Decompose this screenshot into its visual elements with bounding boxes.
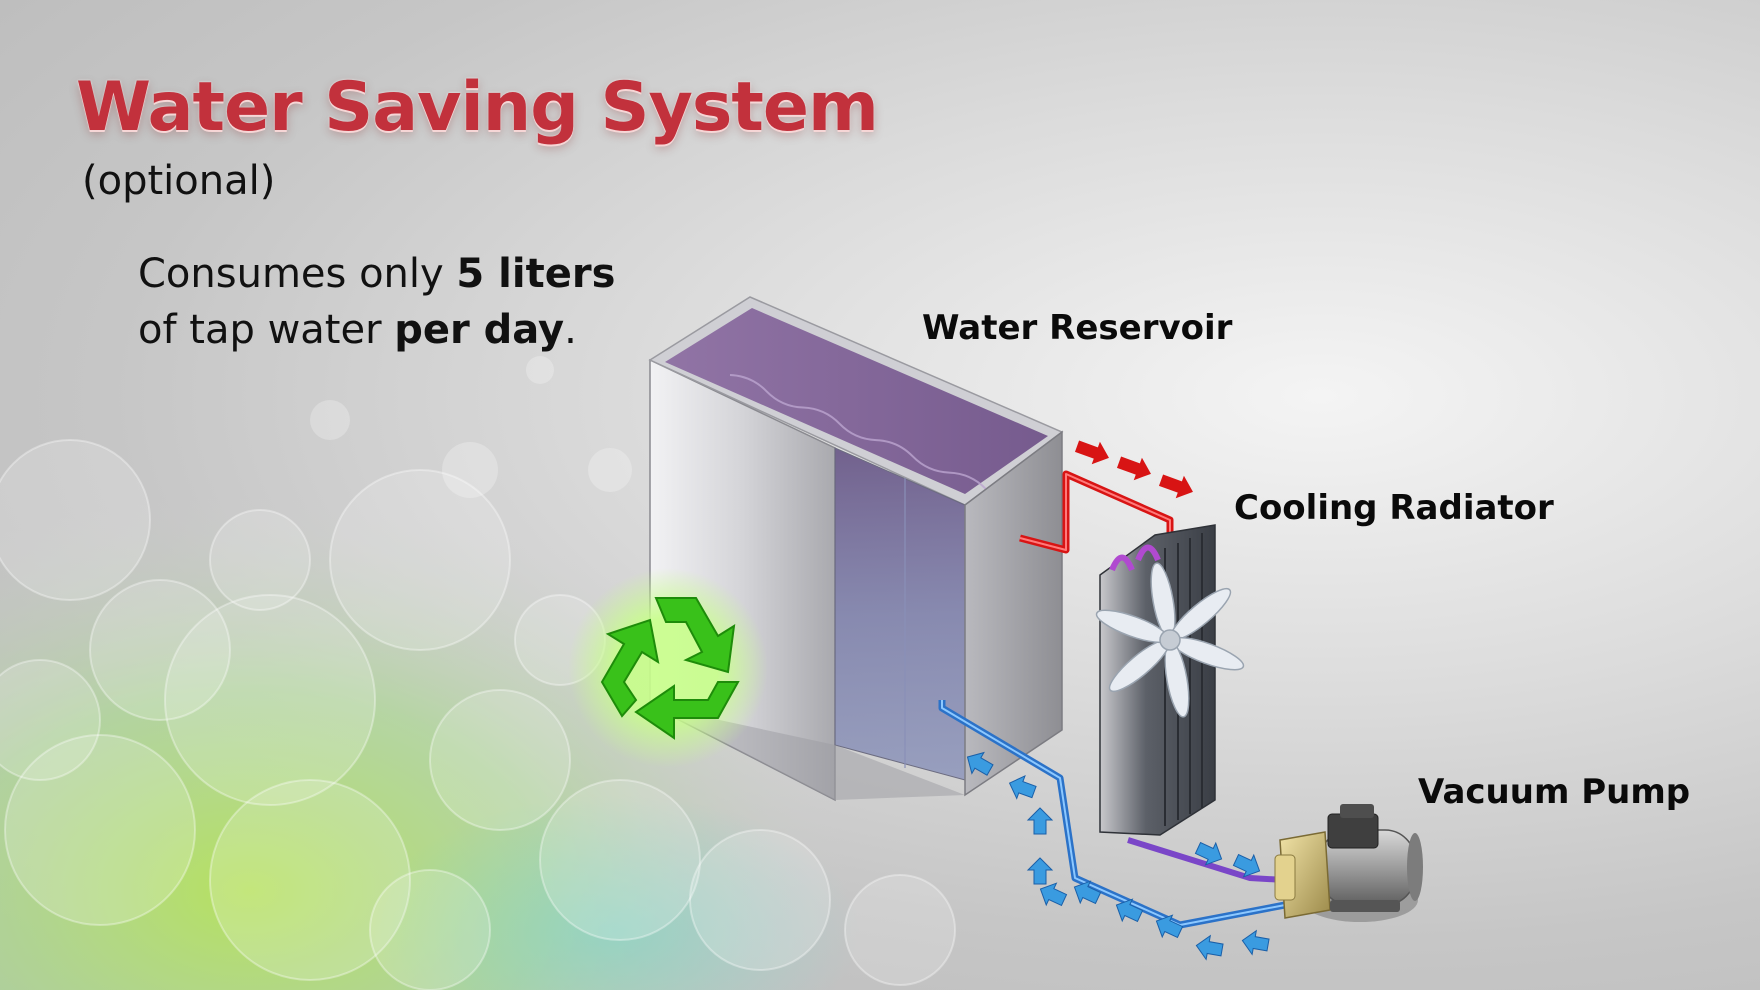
recycle-icon (568, 568, 768, 768)
description-line-1-text: Consumes only (138, 251, 457, 297)
cooling-radiator-label: Cooling Radiator (1234, 488, 1554, 528)
water-reservoir-label: Water Reservoir (922, 308, 1233, 348)
water-reservoir (648, 296, 1064, 802)
description-line-2-suffix: . (564, 307, 577, 353)
consumption-description: Consumes only 5 liters of tap water per … (138, 246, 615, 358)
cooling-radiator (1095, 524, 1245, 836)
radiator-to-pump-pipe (1127, 837, 1286, 883)
vacuum-pump-label: Vacuum Pump (1418, 772, 1691, 812)
page-title: Water Saving System (76, 68, 879, 147)
description-line-2-emphasis: per day (394, 307, 565, 353)
hot-water-pipe (1019, 470, 1174, 554)
vacuum-pump (1274, 804, 1423, 922)
description-line-1: Consumes only 5 liters (138, 246, 615, 302)
description-line-1-emphasis: 5 liters (456, 251, 616, 297)
description-line-2-text: of tap water (138, 307, 395, 353)
hot-flow-arrows (1074, 440, 1193, 499)
page-subtitle: (optional) (82, 158, 276, 204)
cold-flow-arrows (966, 751, 1270, 961)
cold-water-pipe (938, 700, 1286, 929)
fan-icon (1095, 562, 1245, 718)
description-line-2: of tap water per day. (138, 302, 615, 358)
